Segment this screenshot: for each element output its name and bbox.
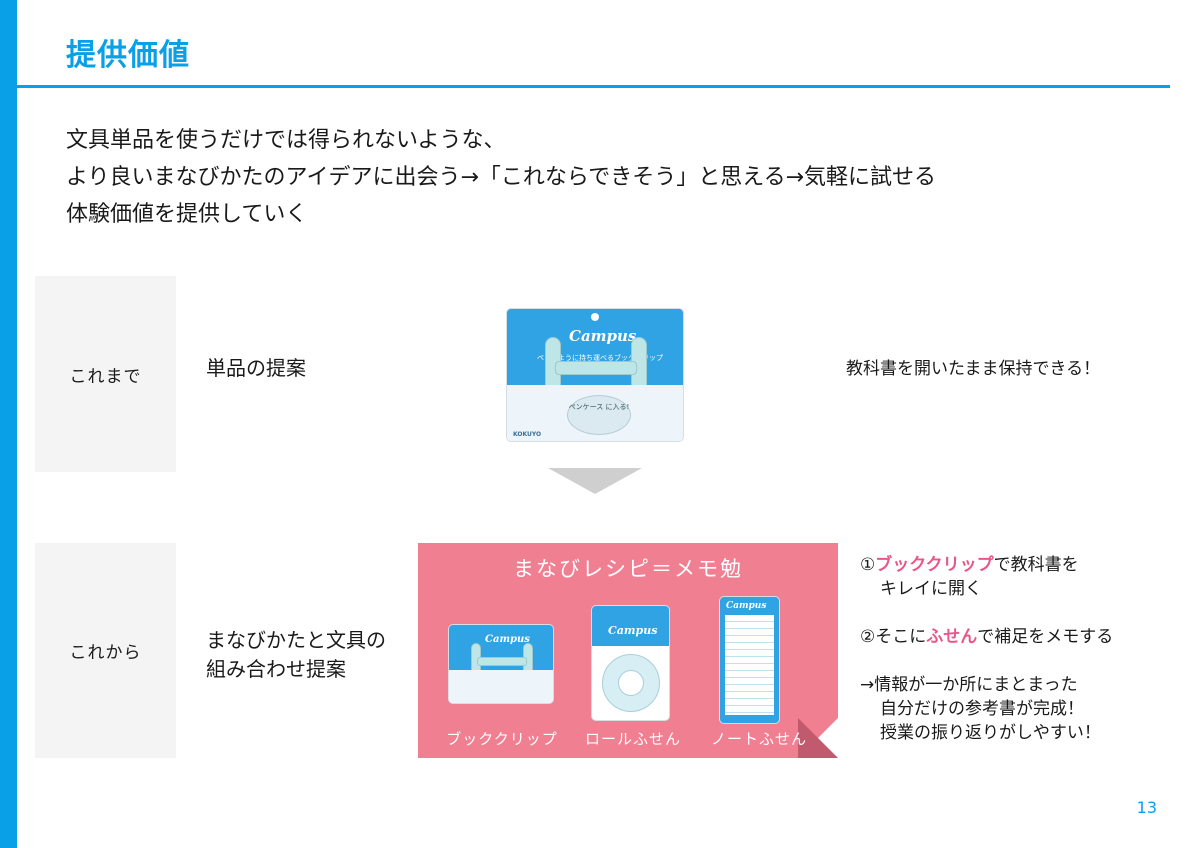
row-label-after: これから bbox=[35, 543, 176, 758]
item-label-roll-sticky: ロールふせん bbox=[584, 730, 681, 748]
roll-sticky-item-image: Campus bbox=[592, 606, 669, 720]
note-sticky-item-image: Campus bbox=[720, 597, 779, 723]
page-number: 13 bbox=[1136, 798, 1157, 817]
lead-line-3: 体験価値を提供していく bbox=[66, 202, 308, 227]
before-heading: 単品の提案 bbox=[206, 356, 306, 380]
brand-logo: Campus bbox=[569, 327, 637, 345]
lead-line-1: 文具単品を使うだけでは得られないような、 bbox=[66, 128, 506, 153]
item-label-book-clip: ブッククリップ bbox=[446, 730, 558, 748]
book-clip-package-image: Campus ペンのように持ち運べるブックブリップ ペンケース に入る! KOK… bbox=[507, 309, 683, 441]
before-note: 教科書を開いたまま保持できる！ bbox=[846, 359, 1101, 379]
recipe-panel-title: まなびレシピ＝メモ勉 bbox=[513, 557, 743, 581]
after-note-2: ②そこにふせんで補足をメモする bbox=[860, 627, 1114, 647]
accent-side-bar bbox=[0, 0, 17, 848]
highlight-sticky: ふせん bbox=[926, 627, 978, 647]
highlight-book-clip: ブッククリップ bbox=[875, 555, 994, 575]
slide-title: 提供価値 bbox=[66, 38, 190, 73]
book-clip-item-image: Campus bbox=[449, 625, 553, 703]
after-heading: まなびかたと文具の 組み合わせ提案 bbox=[206, 628, 386, 681]
down-arrow bbox=[548, 468, 642, 494]
after-note-1: ①ブッククリップで教科書を キレイに開く bbox=[860, 555, 1079, 599]
lead-statement: 文具単品を使うだけでは得られないような、 より良いまなびかたのアイデアに出会う→… bbox=[66, 122, 1166, 233]
title-divider bbox=[17, 85, 1170, 88]
row-label-before: これまで bbox=[35, 276, 176, 472]
item-label-note-sticky: ノートふせん bbox=[710, 730, 807, 748]
lead-line-2: より良いまなびかたのアイデアに出会う→「これならできそう」と思える→気軽に試せる bbox=[66, 165, 937, 190]
penholder-badge: ペンケース に入る! bbox=[567, 395, 631, 435]
after-note-3: →情報が一か所にまとまった 自分だけの参考書が完成！ 授業の振り返りがしやすい！ bbox=[860, 675, 1101, 743]
